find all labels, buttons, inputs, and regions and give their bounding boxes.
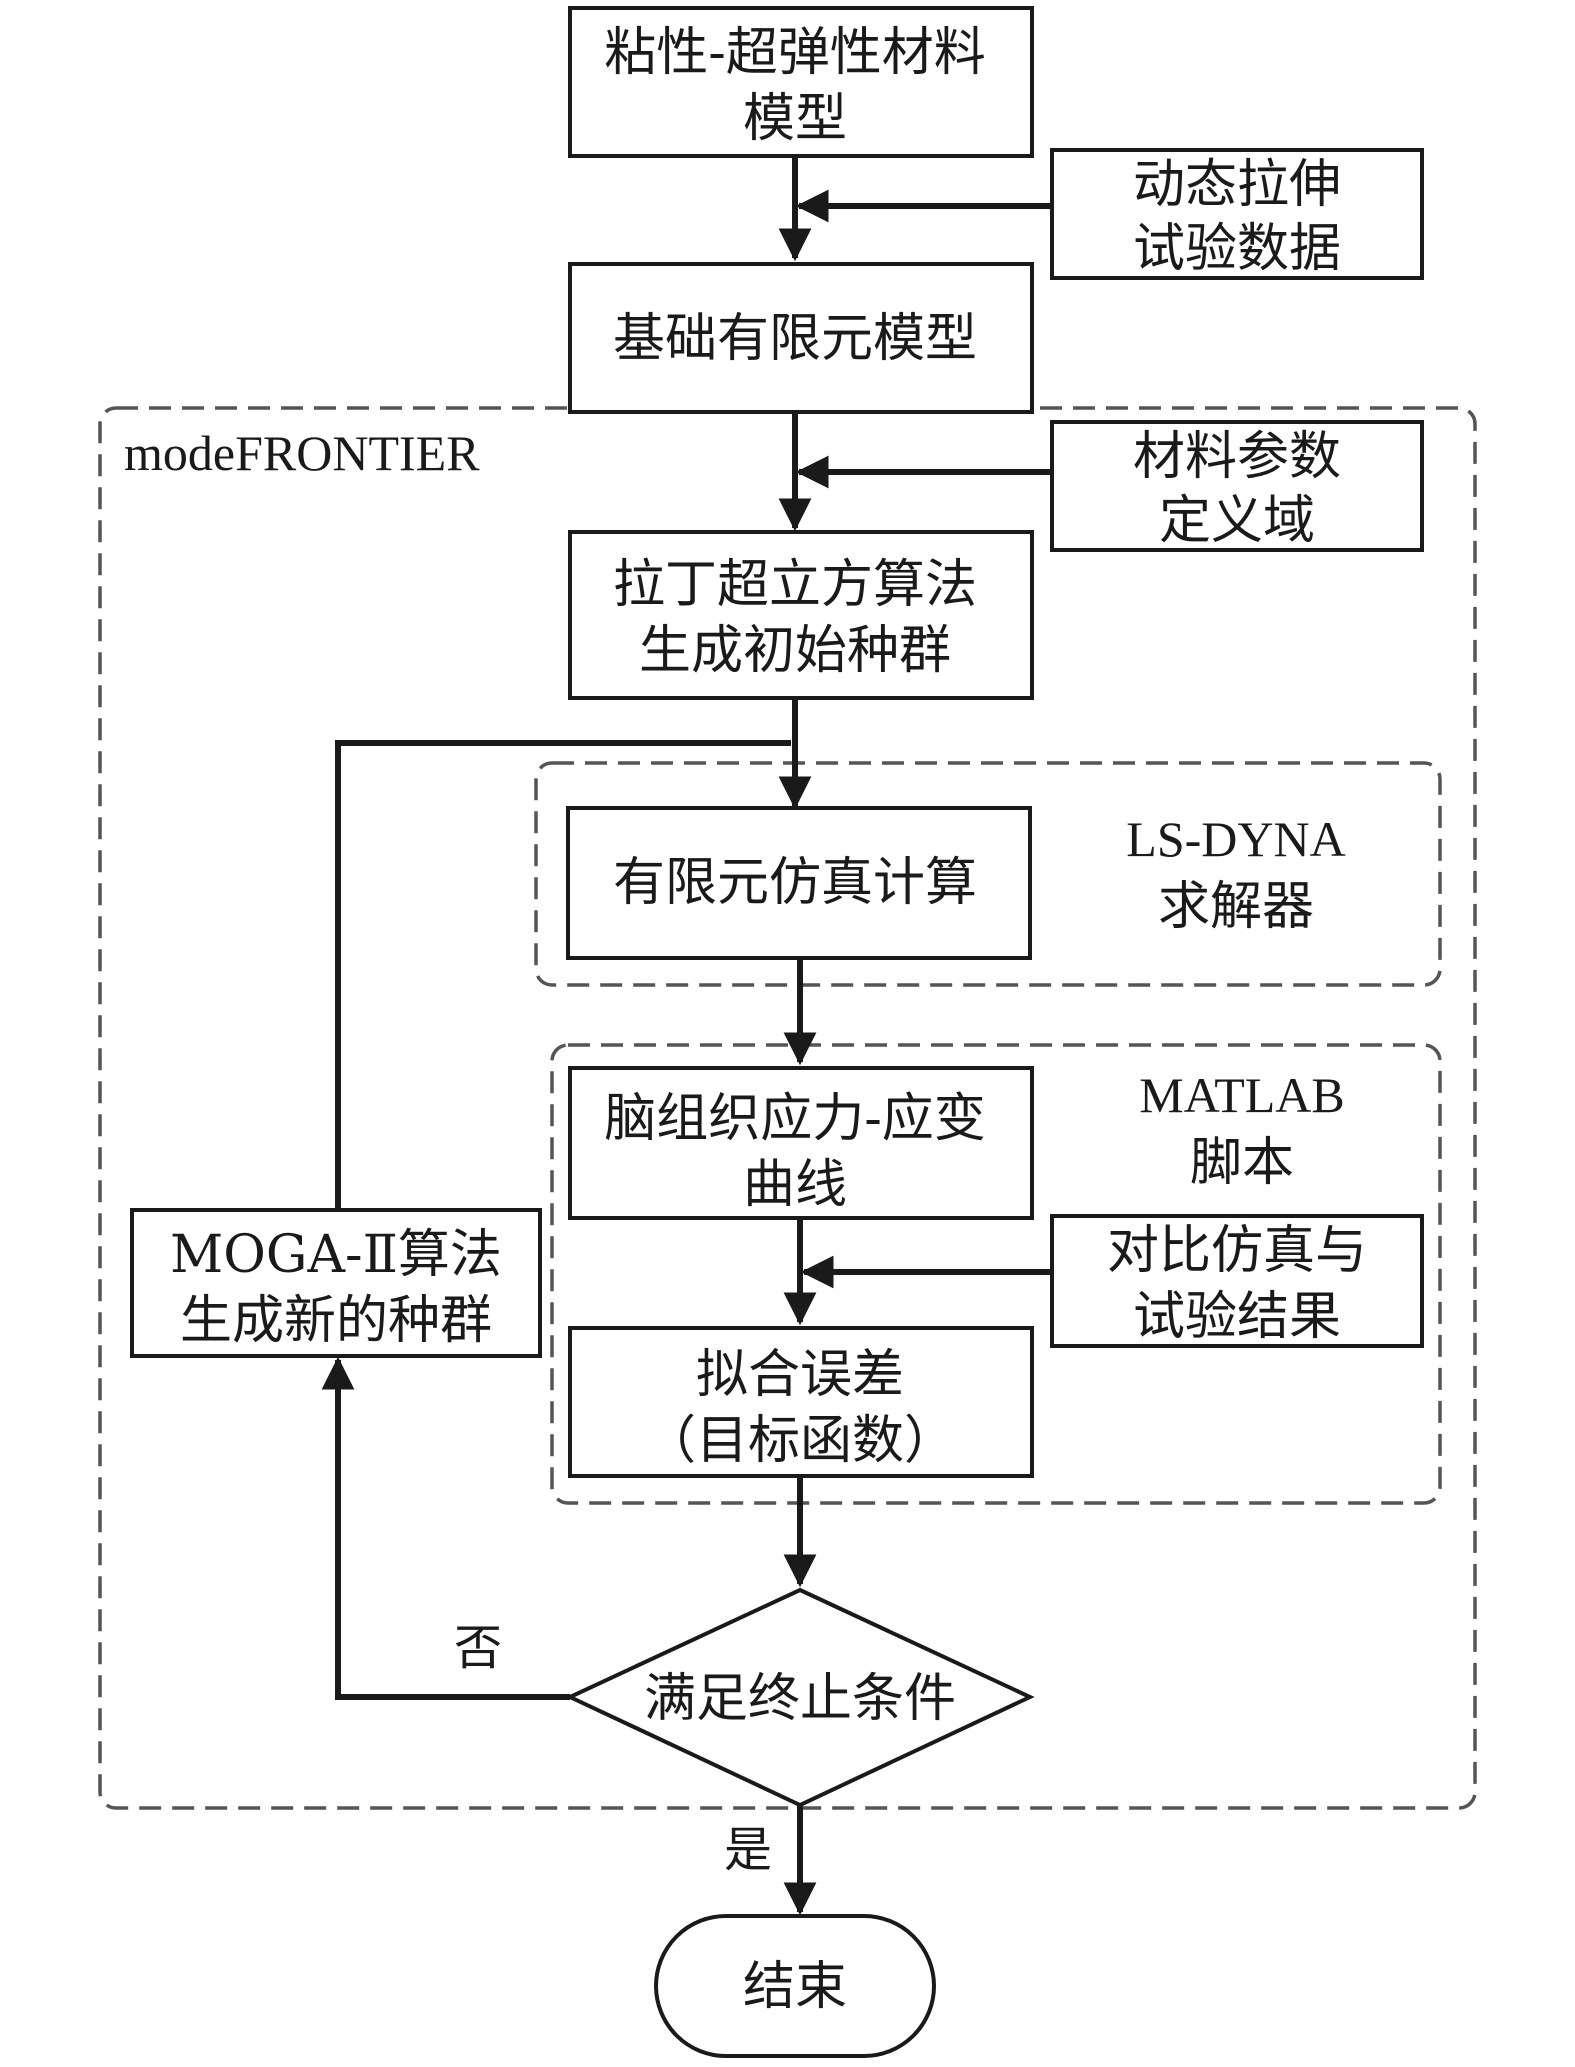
modefrontier-group-label: modeFRONTIER <box>124 425 480 481</box>
stress-strain-label: 曲线 <box>743 1155 847 1215</box>
material-model-box: 粘性-超弹性材料 模型 <box>568 6 1034 158</box>
terminate-decision: 满足终止条件 <box>565 1587 1035 1808</box>
matlab-group-label: MATLAB <box>1139 1067 1345 1123</box>
base-fe-model-label: 基础有限元模型 <box>613 309 977 369</box>
param-domain-box: 材料参数 定义域 <box>1050 420 1424 552</box>
no-branch-label: 否 <box>454 1620 502 1676</box>
compare-label: 试验结果 <box>1133 1287 1341 1347</box>
terminate-label: 满足终止条件 <box>644 1669 956 1729</box>
base-fe-model-box: 基础有限元模型 <box>568 262 1034 414</box>
lsdyna-group-label: 求解器 <box>1158 877 1314 937</box>
moga-box: MOGA-Ⅱ算法 生成新的种群 <box>130 1208 542 1358</box>
material-model-label: 模型 <box>743 89 847 149</box>
lhs-init-box: 拉丁超立方算法 生成初始种群 <box>568 530 1034 700</box>
fit-error-label: 拟合误差 <box>696 1345 904 1405</box>
lsdyna-group-label: LS-DYNA <box>1126 811 1345 867</box>
param-domain-label: 定义域 <box>1159 491 1315 551</box>
lsdyna-group <box>534 761 1442 987</box>
end-label: 结束 <box>743 1957 847 2017</box>
compare-box: 对比仿真与 试验结果 <box>1050 1214 1424 1348</box>
tensile-data-label: 试验数据 <box>1133 219 1341 279</box>
tensile-data-box: 动态拉伸 试验数据 <box>1050 148 1424 280</box>
edge-decision-no-to-moga <box>321 1356 570 1700</box>
param-domain-label: 材料参数 <box>1133 427 1341 487</box>
lhs-init-label: 生成初始种群 <box>639 621 951 681</box>
fit-error-label: （目标函数） <box>644 1411 956 1471</box>
lhs-init-label: 拉丁超立方算法 <box>613 555 977 615</box>
material-model-label: 粘性-超弹性材料 <box>604 23 986 83</box>
stress-strain-box: 脑组织应力-应变 曲线 <box>568 1066 1034 1220</box>
matlab-group <box>550 1043 1442 1505</box>
fe-sim-box: 有限元仿真计算 <box>566 806 1032 960</box>
compare-label: 对比仿真与 <box>1107 1221 1367 1281</box>
yes-branch-label: 是 <box>724 1822 772 1878</box>
moga-label: 生成新的种群 <box>180 1291 492 1351</box>
stress-strain-label: 脑组织应力-应变 <box>604 1089 986 1149</box>
tensile-data-label: 动态拉伸 <box>1133 155 1341 215</box>
moga-label: MOGA-Ⅱ算法 <box>170 1225 502 1285</box>
edge-moga-loop-back <box>335 740 791 1210</box>
fe-sim-label: 有限元仿真计算 <box>613 853 977 913</box>
fit-error-box: 拟合误差 （目标函数） <box>568 1326 1034 1478</box>
matlab-group-label: 脚本 <box>1190 1133 1294 1193</box>
end-terminal: 结束 <box>654 1914 936 2058</box>
